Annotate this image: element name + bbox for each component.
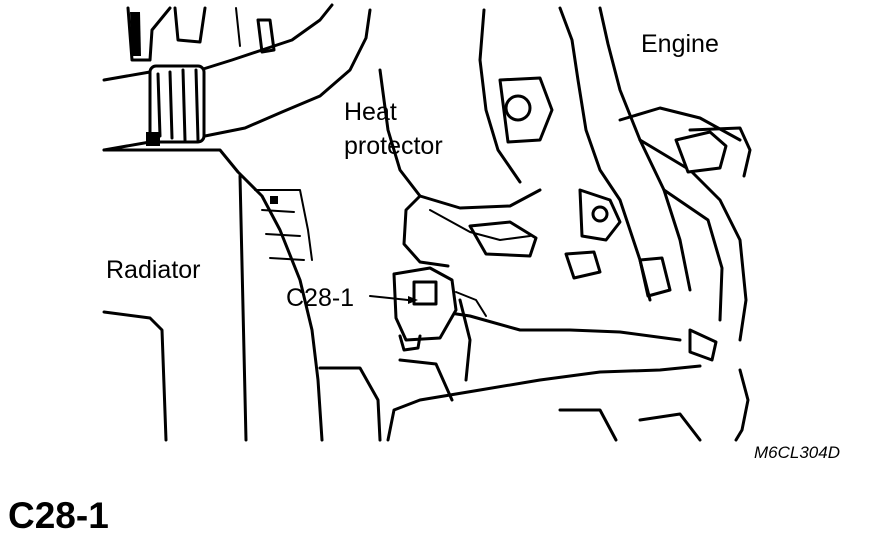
label-heat-protector-line1: Heat — [344, 98, 397, 126]
connector-c28-1 — [392, 266, 487, 352]
page-caption: C28-1 — [8, 495, 109, 536]
label-engine: Engine — [641, 30, 719, 58]
heat-protector — [378, 8, 554, 268]
connector-leader-line — [369, 295, 409, 301]
figure-code: M6CL304D — [754, 443, 840, 462]
label-connector: C28-1 — [286, 284, 354, 312]
wiring-harness — [558, 6, 752, 442]
label-radiator: Radiator — [106, 256, 201, 284]
line-drawing — [102, 3, 752, 442]
radiator-body — [102, 132, 382, 442]
upper-hose — [102, 3, 372, 152]
label-heat-protector-line2: protector — [344, 132, 443, 160]
